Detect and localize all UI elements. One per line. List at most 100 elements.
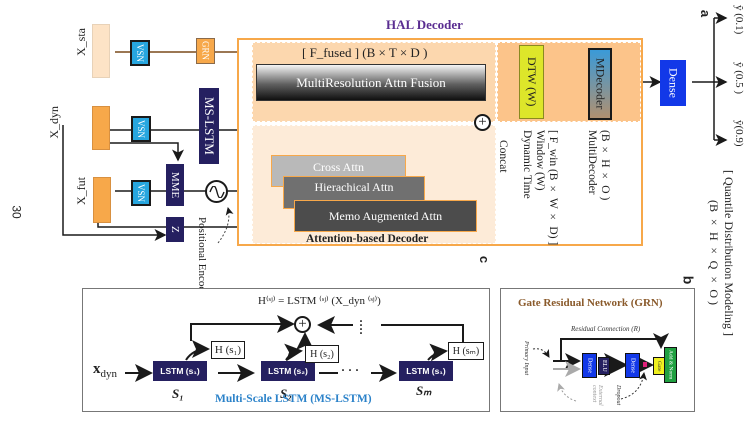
dtw-caption-window: Window (W) — [534, 130, 546, 191]
x-fut-input — [93, 177, 111, 223]
grn-panel: Gate Residual Network (GRN) Residual Con… — [500, 288, 695, 412]
grn-dense-2-label: Dense — [629, 358, 636, 373]
x-dyn-input — [92, 106, 110, 150]
quantile-0-9: ŷ(0.9) — [733, 120, 745, 147]
ms-lstm-sum-icon: + — [294, 316, 311, 333]
dtw-block: DTW (W) — [519, 45, 544, 119]
dropout-label: Dropout — [615, 385, 621, 406]
page-number: 30 — [9, 205, 24, 219]
grn-dense-1-label: Dense — [586, 358, 593, 373]
ms-lstm-panel: + ···· H⁽ˢʲ⁾ = LSTM ⁽ˢʲ⁾ (X_dyn ⁽ˢʲ⁾) xd… — [82, 288, 490, 412]
concat-label: Concat — [497, 140, 509, 173]
cross-attn-label: Cross Attn — [312, 160, 364, 174]
ms-lstm-label: MS-LSTM — [202, 97, 217, 155]
positional-encoding-icon — [205, 180, 228, 203]
grn-block: GRN — [196, 38, 215, 64]
pos-enc-dotted — [217, 207, 234, 244]
x-dyn-input-label: xdyn — [93, 361, 117, 380]
scale-m-label: Sₘ — [416, 383, 432, 398]
lstm-cell-2: LSTM (s₂) — [261, 361, 315, 381]
memo-augmented-attn-label: Memo Augmented Attn — [328, 208, 443, 223]
dtw-caption-title: Dynamic Time — [521, 130, 533, 199]
panel-label-c: c — [477, 255, 493, 264]
x-fut-label: X_fut — [74, 177, 88, 205]
panel-label-a: a — [698, 9, 714, 18]
grn-elu-label: ELU — [601, 360, 607, 372]
dtw-label: DTW (W) — [525, 57, 539, 107]
x-label: x — [93, 361, 101, 377]
hidden-state-2-label: H (s₂) — [310, 348, 334, 360]
ms-lstm-block: MS-LSTM — [199, 88, 219, 164]
dtw-caption: [ F_win (B × W × D) ] Window (W) Dynamic… — [520, 130, 559, 245]
hidden-state-m: H (sₘ) — [448, 342, 484, 360]
horizontal-ellipsis: · · · — [341, 363, 360, 377]
multiresolution-attn-fusion-block: MultiResolution Attn Fusion — [256, 64, 486, 101]
primary-input-label: Primary Input — [523, 341, 529, 376]
fused-label: [ F_fused ] (B × T × D ) — [302, 45, 428, 60]
z-block: Z — [166, 217, 184, 242]
hal-decoder-title: HAL Decoder — [386, 17, 463, 32]
xdyn-mme-line — [110, 142, 184, 162]
hidden-state-1: H (s₁) — [211, 341, 245, 359]
dtw-caption-shape: [ F_win (B × W × D) ] — [547, 130, 559, 246]
grn-elu: ELU — [598, 357, 610, 375]
ms-lstm-connectors — [125, 315, 464, 382]
grn-add-norm: Add & Norm — [664, 347, 677, 383]
mdecoder-caption: (B × H × O ) MultiDecoder — [585, 130, 611, 200]
grn-label: GRN — [200, 41, 211, 61]
lstm-cell-m: LSTM (s₁) — [399, 361, 453, 381]
grn-panel-title: Gate Residual Network (GRN) — [518, 297, 663, 309]
lstm-cell-1-label: LSTM (s₁) — [160, 366, 200, 376]
grn-gate-label: Gate — [656, 360, 662, 372]
grn-add-norm-label: Add & Norm — [667, 350, 674, 380]
quantile-caption: [ Quantile Distribution Modeling ] (B × … — [706, 170, 736, 336]
dense-label: Dense — [666, 68, 681, 98]
mdecoder-caption-title: MultiDecoder — [586, 130, 598, 195]
hidden-state-m-label: H (sₘ) — [452, 345, 480, 357]
vsn-label: VSN — [135, 43, 145, 62]
dense-output-block: Dense — [660, 60, 686, 106]
hierarchical-attn-label: Hierachical Attn — [314, 180, 394, 194]
mme-block: MME — [166, 164, 184, 206]
quantile-caption-title: [ Quantile Distribution Modeling ] — [722, 170, 736, 336]
scale-1-label: S₁ — [172, 386, 184, 401]
memo-augmented-attn-block: Memo Augmented Attn — [294, 200, 477, 232]
quantile-0-1: ŷ (0.1) — [733, 5, 745, 35]
vsn-future: VSN — [131, 180, 151, 206]
residual-connection-label: Residual Connection (R) — [571, 325, 641, 333]
fusion-block-label: MultiResolution Attn Fusion — [296, 74, 446, 90]
vertical-ellipsis: ···· — [359, 314, 364, 340]
external-context-label: External context — [591, 385, 603, 406]
vsn-label: VSN — [136, 183, 146, 202]
concat-plus-icon: + — [474, 114, 491, 131]
ms-lstm-panel-title: Multi-Scale LSTM (MS-LSTM) — [215, 393, 372, 405]
lstm-cell-1: LSTM (s₁) — [153, 361, 207, 381]
lstm-cell-m-label: LSTM (s₁) — [406, 366, 446, 376]
grn-dense-1: Dense — [582, 353, 597, 378]
positional-encoding-label: Positional Encoding — [196, 217, 208, 306]
dropout-marker — [643, 362, 647, 367]
vsn-label: VSN — [136, 119, 146, 138]
quantile-0-5: ŷ (0.5 ) — [733, 62, 745, 95]
attention-decoder-title: Attention-based Decoder — [306, 233, 429, 245]
mme-label: MME — [169, 171, 181, 199]
sine-wave-icon — [208, 185, 225, 198]
quantile-caption-shape: (B × H × Q × O ) — [707, 200, 721, 305]
dyn-sub-label: dyn — [100, 368, 118, 380]
vsn-dynamic: VSN — [131, 116, 151, 142]
scale-2-label: S₂ — [280, 386, 292, 401]
x-dyn-label: X_dyn — [47, 106, 61, 139]
mdecoder-block: MDecoder — [588, 48, 612, 120]
z-label: Z — [169, 226, 181, 233]
grn-dense-2: Dense — [625, 353, 640, 378]
lstm-cell-2-label: LSTM (s₂) — [268, 366, 308, 376]
ms-lstm-equation: H⁽ˢʲ⁾ = LSTM ⁽ˢʲ⁾ (X_dyn ⁽ˢʲ⁾) — [258, 295, 381, 307]
xdyn-z-line — [62, 125, 167, 241]
hidden-state-2: H (s₂) — [305, 345, 339, 363]
mdecoder-caption-shape: (B × H × O ) — [599, 130, 611, 201]
x-sta-label: X_sta — [74, 28, 88, 56]
hidden-state-1-label: H (s₁) — [214, 344, 242, 356]
panel-label-b: b — [680, 275, 697, 285]
vsn-static: VSN — [130, 40, 150, 66]
mdecoder-label: MDecoder — [593, 58, 608, 110]
